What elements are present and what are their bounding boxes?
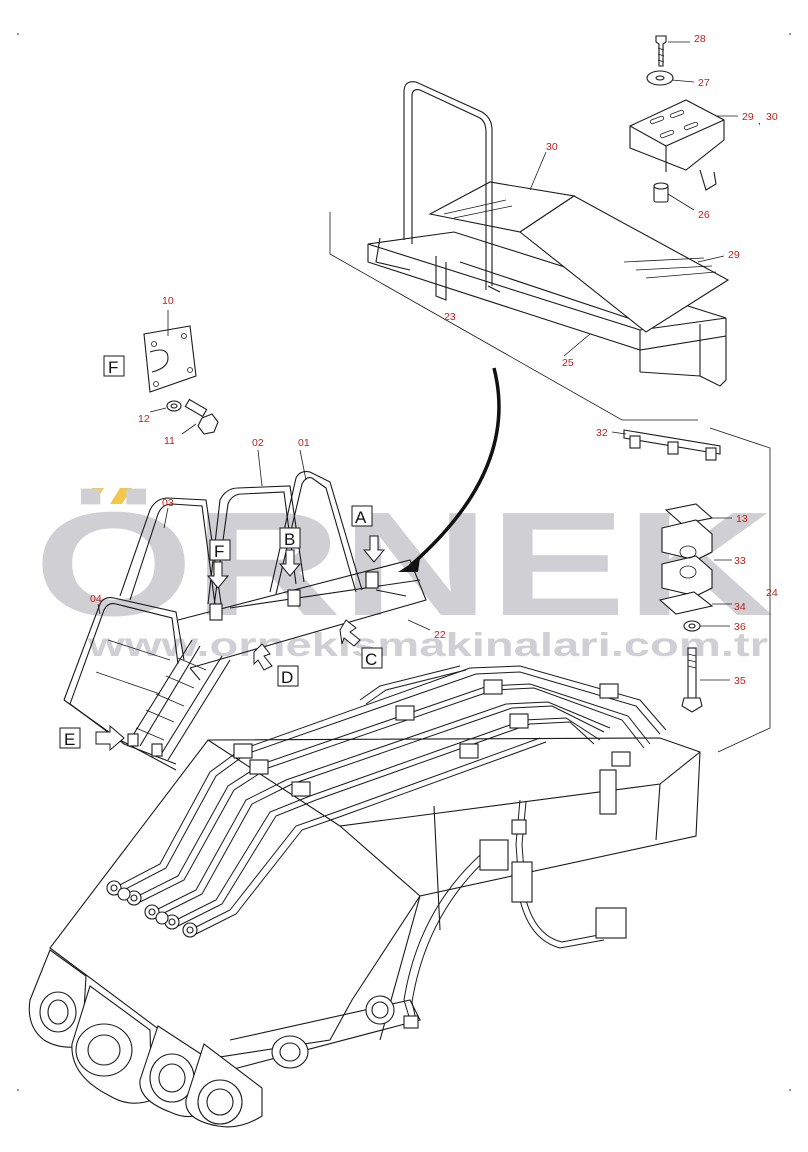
label-c: C xyxy=(365,650,377,669)
callout-30-a: 30 xyxy=(766,111,778,123)
callout-24: 24 xyxy=(766,587,778,599)
callout-29-a: 29 xyxy=(742,111,754,123)
detail-letter-boxes: F A B F C D E xyxy=(59,355,383,749)
callout-25: 25 xyxy=(562,357,574,369)
callout-02: 02 xyxy=(252,437,264,449)
view-arrows xyxy=(95,535,386,752)
callout-04: 04 xyxy=(90,593,102,605)
label-f-view: F xyxy=(214,542,224,561)
callout-22: 22 xyxy=(434,629,446,641)
grating-panel-29 xyxy=(519,195,730,333)
watermark-logo: ÖRNEK xyxy=(34,482,774,647)
callout-30: 30 xyxy=(546,141,558,153)
walkway-ladder xyxy=(63,471,427,771)
watermark-accent-right xyxy=(110,488,132,504)
callout-23: 23 xyxy=(444,311,456,323)
svg-text:,: , xyxy=(758,116,761,127)
label-d: D xyxy=(281,668,293,687)
platform-assembly xyxy=(329,81,730,421)
watermark-accent-left xyxy=(82,488,104,504)
boom xyxy=(28,737,701,1128)
callout-01: 01 xyxy=(298,437,310,449)
callout-10: 10 xyxy=(162,295,174,307)
leader-lines xyxy=(97,41,738,681)
detail-clamp-stack xyxy=(623,427,771,753)
detail-f-plate xyxy=(143,325,219,435)
callout-34: 34 xyxy=(734,601,746,613)
callout-03: 03 xyxy=(162,497,174,509)
callout-28: 28 xyxy=(694,33,706,45)
callout-12: 12 xyxy=(138,413,150,425)
callout-11: 11 xyxy=(164,435,175,447)
label-e: E xyxy=(64,730,75,749)
detail-clip-assembly xyxy=(629,35,725,203)
callout-33: 33 xyxy=(734,555,746,567)
label-a: A xyxy=(355,508,367,527)
corner-marks xyxy=(17,33,791,1091)
callout-29: 29 xyxy=(728,249,740,261)
callout-35: 35 xyxy=(734,675,746,687)
callout-32: 32 xyxy=(596,427,608,439)
callout-numbers: 28 27 29 , 30 30 26 29 23 25 10 12 11 02… xyxy=(90,33,778,687)
assembly-arrow xyxy=(408,367,501,568)
hose-fittings xyxy=(106,679,631,1029)
callout-27: 27 xyxy=(698,77,710,89)
watermark: ÖRNEK www.ornekismakinalari.com.tr xyxy=(34,482,774,663)
watermark-url: www.ornekismakinalari.com.tr xyxy=(87,626,769,663)
callout-13: 13 xyxy=(736,513,748,525)
callout-36: 36 xyxy=(734,621,746,633)
label-b: B xyxy=(284,530,295,549)
label-f-plate: F xyxy=(108,358,118,377)
callout-26: 26 xyxy=(698,209,710,221)
